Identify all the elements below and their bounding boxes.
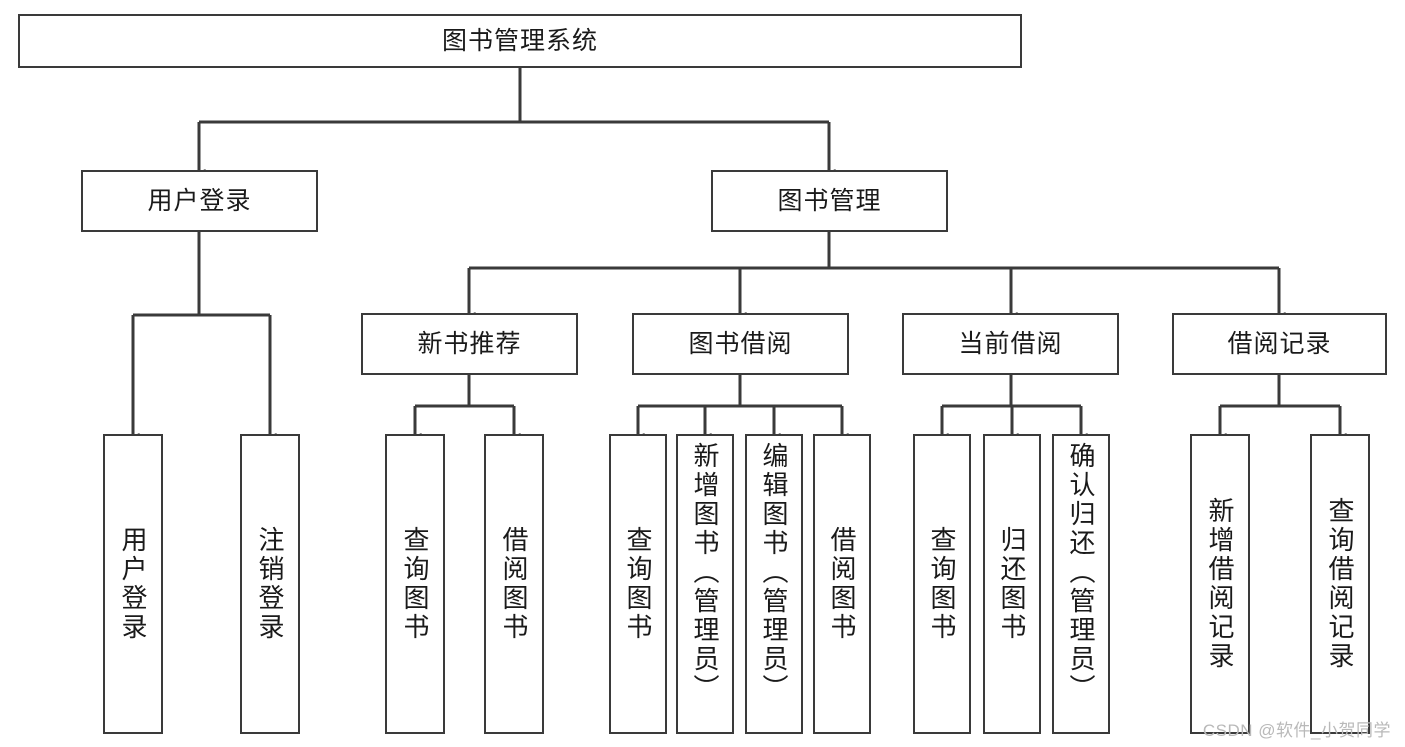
node-book-borrow[interactable]: 图书借阅 [632, 313, 849, 375]
csdn-watermark: CSDN @软件_小贺同学 [1202, 721, 1391, 740]
leaf-add-borrow-record-label: 新增借阅记录 [1205, 497, 1235, 671]
leaf-query-borrow-record-label: 查询借阅记录 [1325, 497, 1355, 671]
leaf-user-login[interactable]: 用户登录 [103, 434, 163, 734]
leaf-return-book-label: 归还图书 [997, 526, 1027, 642]
node-root-label: 图书管理系统 [441, 26, 598, 55]
leaf-logout[interactable]: 注销登录 [240, 434, 300, 734]
leaf-query-book-recommend-label: 查询图书 [400, 526, 430, 642]
leaf-query-book-borrow-label: 查询图书 [623, 526, 653, 642]
leaf-confirm-return-admin[interactable]: 确认归还（管理员） [1052, 434, 1110, 734]
node-root[interactable]: 图书管理系统 [18, 14, 1022, 68]
node-new-book-recommend[interactable]: 新书推荐 [361, 313, 578, 375]
node-book-management[interactable]: 图书管理 [711, 170, 948, 232]
node-current-borrow-label: 当前借阅 [958, 329, 1063, 358]
leaf-add-borrow-record[interactable]: 新增借阅记录 [1190, 434, 1250, 734]
leaf-query-book-recommend[interactable]: 查询图书 [385, 434, 445, 734]
node-borrow-record-label: 借阅记录 [1227, 329, 1332, 358]
leaf-borrow-book-label: 借阅图书 [827, 526, 857, 642]
leaf-query-book-current-label: 查询图书 [927, 526, 957, 642]
node-user-login[interactable]: 用户登录 [81, 170, 318, 232]
node-current-borrow[interactable]: 当前借阅 [902, 313, 1119, 375]
leaf-query-borrow-record[interactable]: 查询借阅记录 [1310, 434, 1370, 734]
node-borrow-record[interactable]: 借阅记录 [1172, 313, 1387, 375]
leaf-borrow-book-recommend-label: 借阅图书 [499, 526, 529, 642]
leaf-edit-book-admin[interactable]: 编辑图书（管理员） [745, 434, 803, 734]
leaf-add-book-admin-label: 新增图书（管理员） [690, 442, 720, 703]
leaf-confirm-return-admin-label: 确认归还（管理员） [1066, 442, 1096, 703]
leaf-return-book[interactable]: 归还图书 [983, 434, 1041, 734]
leaf-logout-label: 注销登录 [255, 526, 285, 642]
leaf-borrow-book[interactable]: 借阅图书 [813, 434, 871, 734]
leaf-borrow-book-recommend[interactable]: 借阅图书 [484, 434, 544, 734]
node-user-login-label: 用户登录 [147, 186, 252, 215]
node-book-management-label: 图书管理 [777, 186, 882, 215]
leaf-add-book-admin[interactable]: 新增图书（管理员） [676, 434, 734, 734]
node-book-borrow-label: 图书借阅 [688, 329, 793, 358]
leaf-user-login-label: 用户登录 [118, 526, 148, 642]
leaf-query-book-current[interactable]: 查询图书 [913, 434, 971, 734]
node-new-book-recommend-label: 新书推荐 [417, 329, 522, 358]
leaf-edit-book-admin-label: 编辑图书（管理员） [759, 442, 789, 703]
leaf-query-book-borrow[interactable]: 查询图书 [609, 434, 667, 734]
